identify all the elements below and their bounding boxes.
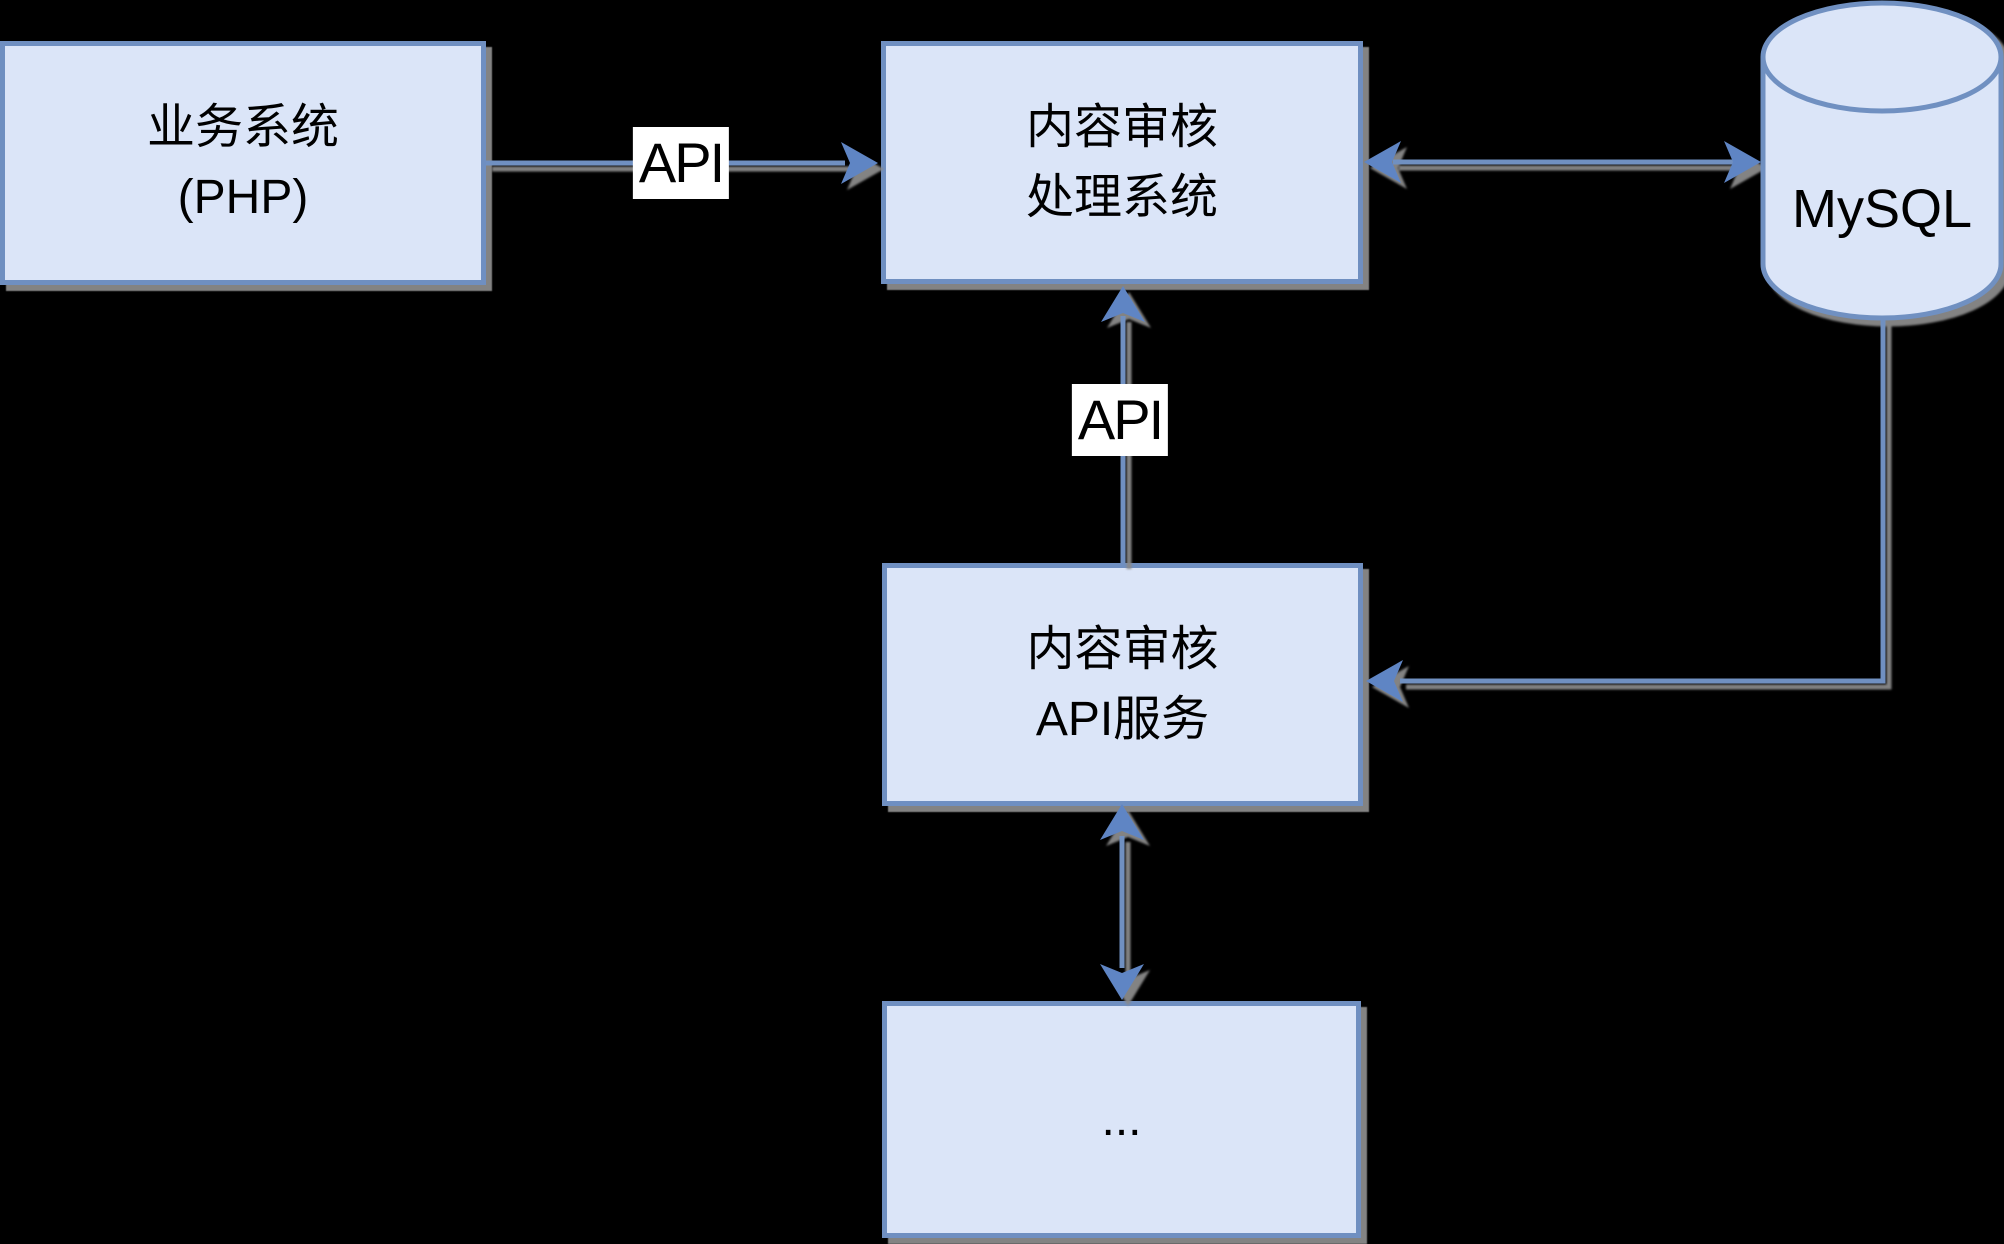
node-content-review-api-service: 内容审核 API服务: [882, 563, 1363, 806]
node-label-line: 内容审核: [1026, 622, 1219, 676]
arrowhead-into-apiservice-bottom: [1100, 804, 1144, 840]
edge-label-api-middle: API: [1071, 384, 1169, 456]
node-label-line: (PHP): [177, 171, 309, 224]
node-business-system: 业务系统 (PHP): [0, 41, 486, 285]
mysql-cylinder-shape: [1760, 0, 2004, 321]
node-label-line: ...: [1101, 1092, 1142, 1146]
arrowhead-into-processing-right: [1364, 141, 1401, 183]
node-label-line: 业务系统: [146, 101, 339, 154]
arrowhead-into-processing-bottom: [1101, 286, 1145, 322]
arrowhead-into-apiservice-right: [1366, 660, 1403, 702]
node-content-review-processing: 内容审核 处理系统: [881, 41, 1363, 284]
node-label-line: API服务: [1035, 692, 1210, 746]
mysql-node-label: MySQL: [1791, 179, 1973, 239]
node-label-line: 内容审核: [1025, 100, 1218, 154]
edge-label-api-left: API: [632, 127, 730, 199]
arrowhead-into-ellipsis-top: [1100, 964, 1144, 1000]
arrowhead-into-processing-left: [841, 142, 878, 184]
node-label-line: 处理系统: [1025, 170, 1218, 224]
node-ellipsis: ...: [882, 1001, 1361, 1238]
connector-mysql-to-apiservice: [1400, 316, 1886, 684]
arrowhead-into-mysql: [1724, 141, 1761, 183]
